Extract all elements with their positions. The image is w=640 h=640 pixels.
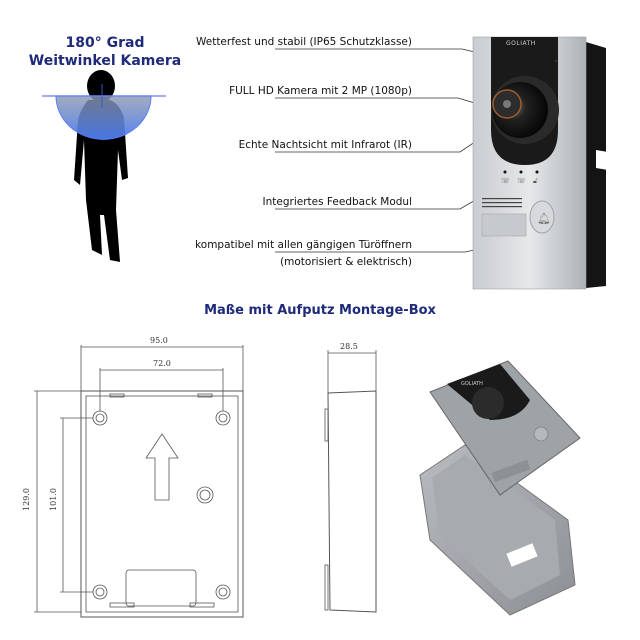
feature-door-opener: kompatibel mit allen gängigen Türöffnern: [195, 239, 412, 251]
dimensions-title: Maße mit Aufputz Montage-Box: [204, 303, 436, 318]
exploded-logo: GOLIATH: [461, 381, 483, 387]
side-view-drawing: [324, 350, 377, 613]
dim-height-outer: 129.0: [21, 488, 31, 511]
svg-text:🔔︎: 🔔︎: [537, 212, 551, 225]
svg-text:🔓︎: 🔓︎: [533, 177, 538, 185]
dim-width-holes: 72.0: [153, 359, 171, 368]
speaker-grille: [482, 198, 522, 208]
person-silhouette: [74, 70, 128, 262]
feature-feedback-module: Integriertes Feedback Modul: [262, 196, 412, 208]
svg-text:☏: ☏: [517, 177, 526, 185]
wide-angle-title-line1: 180° Grad: [65, 35, 145, 51]
dim-depth: 28.5: [340, 342, 358, 351]
brand-logo: GOLIATH: [506, 40, 536, 47]
feature-night-vision: Echte Nachtsicht mit Infrarot (IR): [238, 139, 412, 151]
feature-ip65: Wetterfest und stabil (IP65 Schutzklasse…: [195, 36, 412, 48]
exploded-device-photo: GOLIATH: [419, 360, 581, 616]
dim-height-holes: 101.0: [48, 488, 58, 511]
dim-width-outer: 95.0: [150, 336, 168, 345]
feature-door-opener-sub: (motorisiert & elektrisch): [280, 256, 412, 268]
fov-indicator: [42, 84, 166, 140]
wide-angle-title-line2: Weitwinkel Kamera: [28, 53, 182, 69]
door-station-device: ☏ ☏ 🔓︎ 🔔︎: [472, 36, 608, 290]
feature-fullhd-camera: FULL HD Kamera mit 2 MP (1080p): [229, 85, 412, 97]
front-view-drawing: [34, 345, 244, 618]
svg-text:☏: ☏: [501, 177, 510, 185]
wide-angle-title: 180° Grad Weitwinkel Kamera: [20, 34, 190, 70]
